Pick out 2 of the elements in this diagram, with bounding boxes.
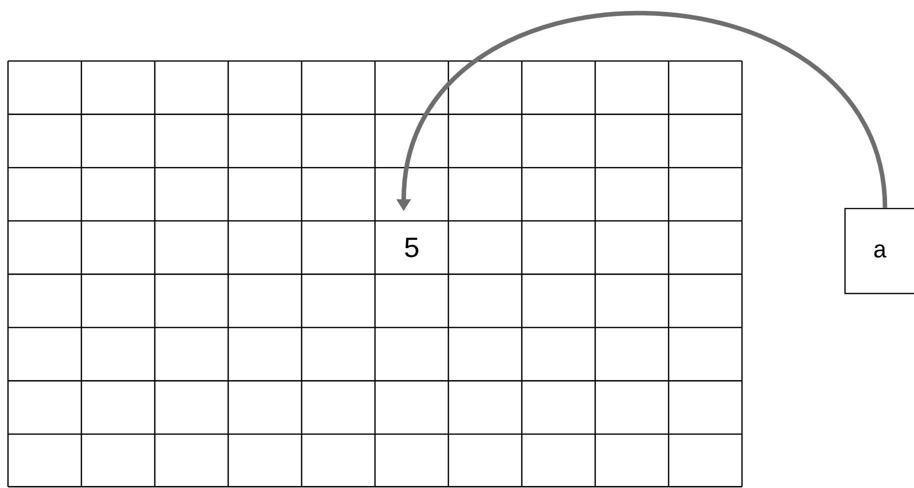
letter-box: a	[844, 208, 914, 294]
grid-cell: 5	[405, 238, 418, 258]
